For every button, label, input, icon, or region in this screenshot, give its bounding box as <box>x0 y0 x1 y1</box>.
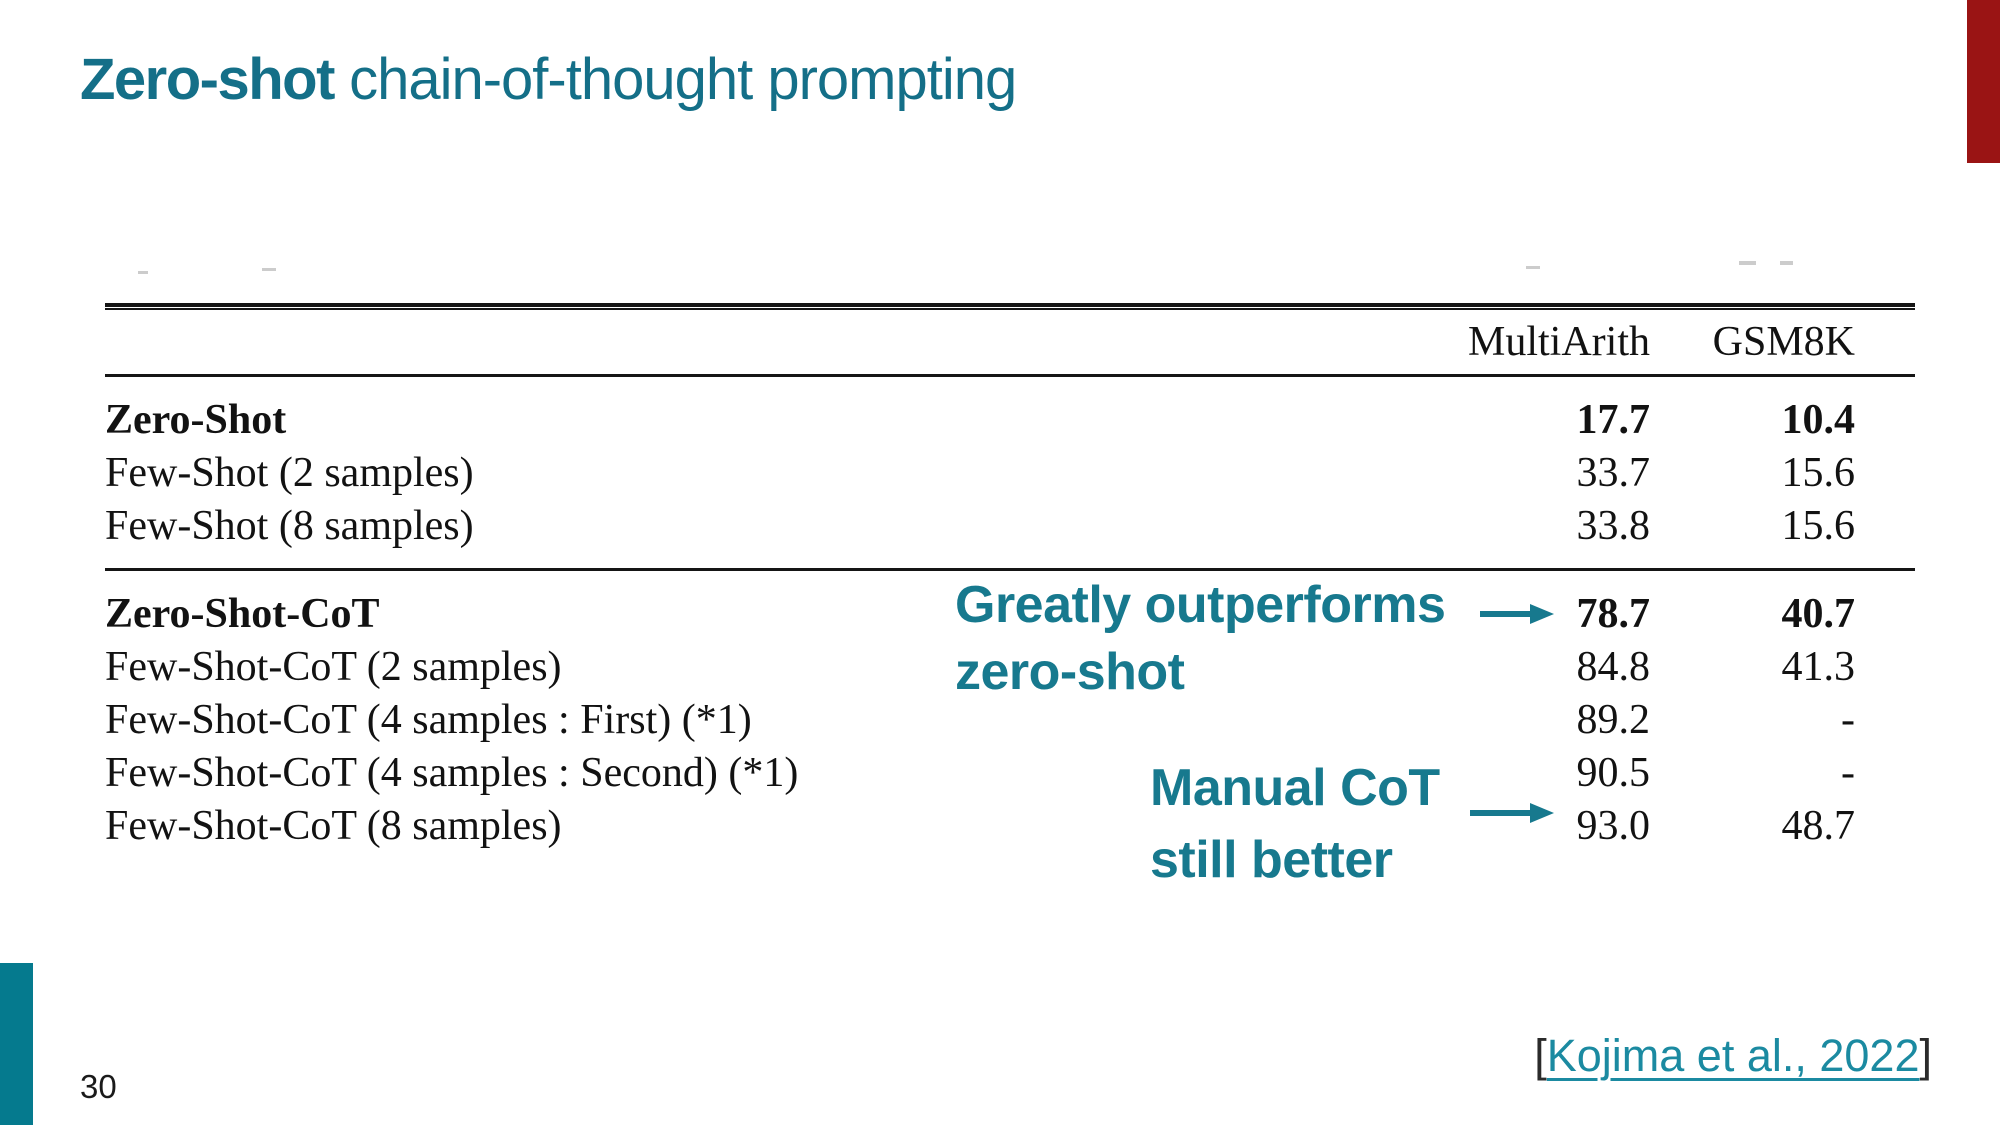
callout-manual-cot: Manual CoT still better <box>1150 752 1440 896</box>
row-label: Zero-Shot <box>105 396 287 443</box>
col-header-multiarith: MultiArith <box>1467 319 1650 365</box>
citation-open-bracket: [ <box>1534 1030 1547 1081</box>
table-header-row: MultiArith GSM8K <box>105 310 1915 374</box>
table-row: Few-Shot-CoT (4 samples : First) (*1) 89… <box>105 693 1915 746</box>
cell-multiarith: 33.7 <box>1576 449 1651 496</box>
cell-multiarith: 33.8 <box>1576 502 1651 549</box>
crop-artifact <box>262 268 276 271</box>
cell-gsm8k: 41.3 <box>1781 643 1856 690</box>
table-row: Few-Shot-CoT (8 samples) 93.0 48.7 <box>105 799 1915 852</box>
table-group-standard: Zero-Shot 17.7 10.4 Few-Shot (2 samples)… <box>105 377 1915 568</box>
cell-multiarith: 90.5 <box>1576 749 1651 796</box>
annotation-arrow-icon <box>1470 803 1554 823</box>
citation: [Kojima et al., 2022] <box>1534 1030 1932 1082</box>
citation-close-bracket: ] <box>1919 1030 1932 1081</box>
row-label: Few-Shot (2 samples) <box>105 449 474 496</box>
table-header-rule <box>105 374 1915 377</box>
results-table: MultiArith GSM8K Zero-Shot 17.7 10.4 Few… <box>105 303 1915 868</box>
table-row: Few-Shot (8 samples) 33.8 15.6 <box>105 499 1915 552</box>
table-top-rule-2 <box>105 308 1915 310</box>
page-number: 30 <box>80 1068 117 1105</box>
table-row: Few-Shot (2 samples) 33.7 15.6 <box>105 446 1915 499</box>
row-label: Few-Shot-CoT (2 samples) <box>105 643 562 690</box>
table-row: Few-Shot-CoT (4 samples : Second) (*1) 9… <box>105 746 1915 799</box>
cell-multiarith: 78.7 <box>1576 590 1651 637</box>
crop-artifact <box>138 271 148 274</box>
row-label: Few-Shot-CoT (4 samples : First) (*1) <box>105 696 752 743</box>
crop-artifact <box>1526 266 1540 269</box>
cell-gsm8k: 48.7 <box>1781 802 1856 849</box>
callout-greatly-outperforms: Greatly outperforms zero-shot <box>955 572 1446 706</box>
table-top-rule <box>105 303 1915 307</box>
row-label: Few-Shot-CoT (8 samples) <box>105 802 562 849</box>
cell-gsm8k: 10.4 <box>1781 396 1856 443</box>
cell-gsm8k: - <box>1841 696 1855 743</box>
cell-multiarith: 93.0 <box>1576 802 1651 849</box>
teal-corner-bar <box>0 963 33 1125</box>
table-mid-rule <box>105 568 1915 571</box>
cell-gsm8k: 40.7 <box>1781 590 1856 637</box>
table-row: Zero-Shot-CoT 78.7 40.7 <box>105 587 1915 640</box>
red-corner-bar <box>1967 0 2000 163</box>
cell-multiarith: 84.8 <box>1576 643 1651 690</box>
cell-multiarith: 17.7 <box>1576 396 1651 443</box>
annotation-arrow-icon <box>1480 604 1554 624</box>
citation-link[interactable]: Kojima et al., 2022 <box>1546 1030 1920 1081</box>
row-label: Zero-Shot-CoT <box>105 590 380 637</box>
callout-line: Manual CoT <box>1150 759 1440 817</box>
row-label: Few-Shot-CoT (4 samples : Second) (*1) <box>105 749 799 796</box>
title-rest-part: chain-of-thought prompting <box>349 47 1017 112</box>
col-header-gsm8k: GSM8K <box>1712 319 1855 365</box>
callout-line: Greatly outperforms <box>955 576 1446 634</box>
callout-line: zero-shot <box>955 643 1185 701</box>
crop-artifact <box>1739 261 1756 265</box>
table-row: Few-Shot-CoT (2 samples) 84.8 41.3 <box>105 640 1915 693</box>
crop-artifact <box>1780 261 1793 265</box>
title-bold-part: Zero-shot <box>80 47 335 112</box>
cell-gsm8k: 15.6 <box>1781 502 1856 549</box>
page-title: Zero-shot chain-of-thought prompting <box>80 46 1017 113</box>
row-label: Few-Shot (8 samples) <box>105 502 474 549</box>
cell-multiarith: 89.2 <box>1576 696 1651 743</box>
table-group-cot: Zero-Shot-CoT 78.7 40.7 Few-Shot-CoT (2 … <box>105 571 1915 868</box>
cell-gsm8k: - <box>1841 749 1855 796</box>
table-row: Zero-Shot 17.7 10.4 <box>105 393 1915 446</box>
cell-gsm8k: 15.6 <box>1781 449 1856 496</box>
callout-line: still better <box>1150 831 1393 889</box>
